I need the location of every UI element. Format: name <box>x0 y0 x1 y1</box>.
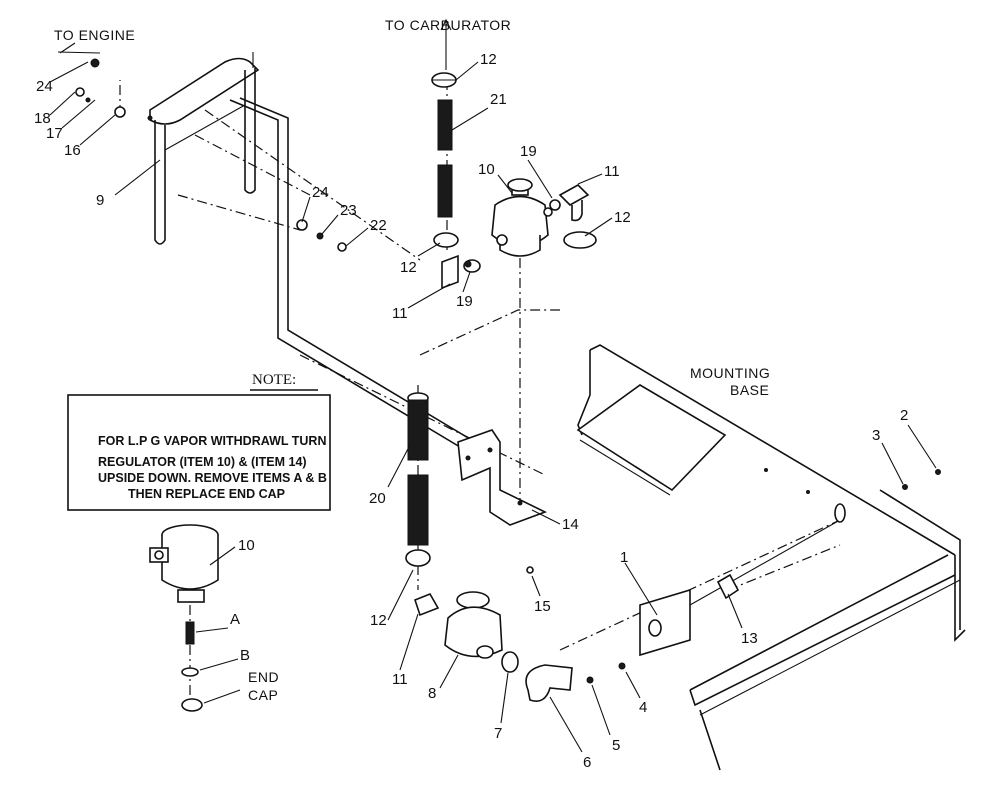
note-line-1: FOR L.P G VAPOR WITHDRAWL TURN <box>98 434 326 448</box>
callout-12-c: 12 <box>400 259 417 276</box>
callout-13: 13 <box>741 630 758 647</box>
callout-b: B <box>240 647 250 664</box>
callout-24-a: 24 <box>36 78 53 95</box>
callout-12-a: 12 <box>480 51 497 68</box>
caption-end-cap: END CAP <box>248 669 283 703</box>
note-title: NOTE: <box>252 372 296 388</box>
callout-11-a: 11 <box>604 163 620 180</box>
caption-end-cap-line-1: END <box>248 669 279 685</box>
callout-14: 14 <box>562 516 579 533</box>
mounting-base-part <box>576 344 966 771</box>
callout-leaders <box>49 42 937 753</box>
screw-15 <box>526 566 534 574</box>
washer-set <box>75 58 347 252</box>
callout-8: 8 <box>428 685 436 702</box>
callout-1: 1 <box>620 549 628 566</box>
callout-6: 6 <box>583 754 591 771</box>
callout-16: 16 <box>64 142 81 159</box>
bracket-14-part <box>457 429 548 526</box>
note-panel: NOTE: FOR L.P G VAPOR WITHDRAWL TURN REG… <box>67 372 331 511</box>
elbow-6 <box>525 664 573 702</box>
hose-routing-lines <box>119 80 841 651</box>
inset-regulator-part <box>149 524 219 712</box>
callout-22: 22 <box>370 217 387 234</box>
callout-21: 21 <box>490 91 507 108</box>
callout-19-a: 19 <box>520 143 537 160</box>
caption-mounting-base: MOUNTING BASE <box>690 365 775 398</box>
callout-12-b: 12 <box>614 209 631 226</box>
callout-9: 9 <box>96 192 104 209</box>
caption-to-carburator: TO CARBURATOR <box>385 17 511 33</box>
captions: TO ENGINE TO CARBURATOR MOUNTING BASE EN… <box>54 17 775 703</box>
plate-1-part <box>639 503 846 657</box>
callout-19-b: 19 <box>456 293 473 310</box>
callout-5: 5 <box>612 737 620 754</box>
note-line-2: REGULATOR (ITEM 10) & (ITEM 14) <box>98 455 307 469</box>
caption-to-engine: TO ENGINE <box>54 27 135 43</box>
coupling-7 <box>501 651 519 673</box>
callout-10-b: 10 <box>238 537 255 554</box>
callout-7: 7 <box>494 725 502 742</box>
fitting-13-part <box>716 573 740 600</box>
caption-mounting-base-line-2: BASE <box>730 382 769 398</box>
lower-regulator-part <box>414 591 503 659</box>
mounting-bracket-part <box>147 52 260 245</box>
callout-11-b: 11 <box>392 305 408 322</box>
callout-10-a: 10 <box>478 161 495 178</box>
note-line-4: THEN REPLACE END CAP <box>128 487 285 501</box>
callout-23: 23 <box>340 202 357 219</box>
note-line-3: UPSIDE DOWN. REMOVE ITEMS A & B <box>98 471 327 485</box>
callout-labels: 24 18 17 16 9 12 21 10 19 11 12 24 23 22… <box>34 51 908 771</box>
caption-end-cap-line-2: CAP <box>248 687 278 703</box>
callout-12-d: 12 <box>370 612 387 629</box>
callout-3: 3 <box>872 427 880 444</box>
fitting-4-5 <box>586 662 626 684</box>
callout-a: A <box>230 611 240 628</box>
callout-20: 20 <box>369 490 386 507</box>
callout-18: 18 <box>34 110 51 127</box>
caption-mounting-base-line-1: MOUNTING <box>690 365 770 381</box>
upper-regulator-part <box>491 178 553 257</box>
callout-15: 15 <box>534 598 551 615</box>
callout-4: 4 <box>639 699 647 716</box>
hose-20-part <box>405 392 431 567</box>
upper-fittings <box>549 184 590 222</box>
callout-11-c: 11 <box>392 671 408 688</box>
callout-24-b: 24 <box>312 184 329 201</box>
callout-17: 17 <box>46 125 63 142</box>
callout-2: 2 <box>900 407 908 424</box>
lower-fittings-upper <box>441 254 481 290</box>
